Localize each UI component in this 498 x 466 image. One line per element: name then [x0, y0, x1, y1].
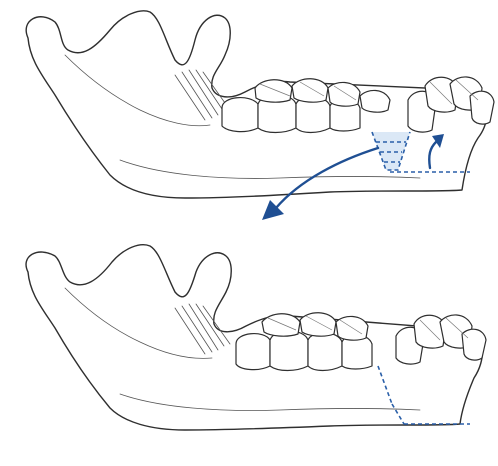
masseter-lines-bottom — [175, 304, 230, 354]
body-lower-contour-top — [120, 160, 420, 178]
rotation-arrow-large — [262, 148, 378, 220]
rotation-arrow-small — [429, 134, 444, 168]
ramus-contour-bottom — [65, 288, 212, 358]
wedge-osteotomy — [372, 132, 470, 172]
mandible-after-panel — [26, 245, 486, 430]
body-lower-contour-bottom — [120, 394, 420, 410]
mandible-before-panel — [26, 11, 494, 220]
closed-osteotomy-lines — [378, 366, 470, 424]
ramus-contour-top — [65, 55, 210, 126]
teeth-row-bottom — [236, 313, 486, 371]
